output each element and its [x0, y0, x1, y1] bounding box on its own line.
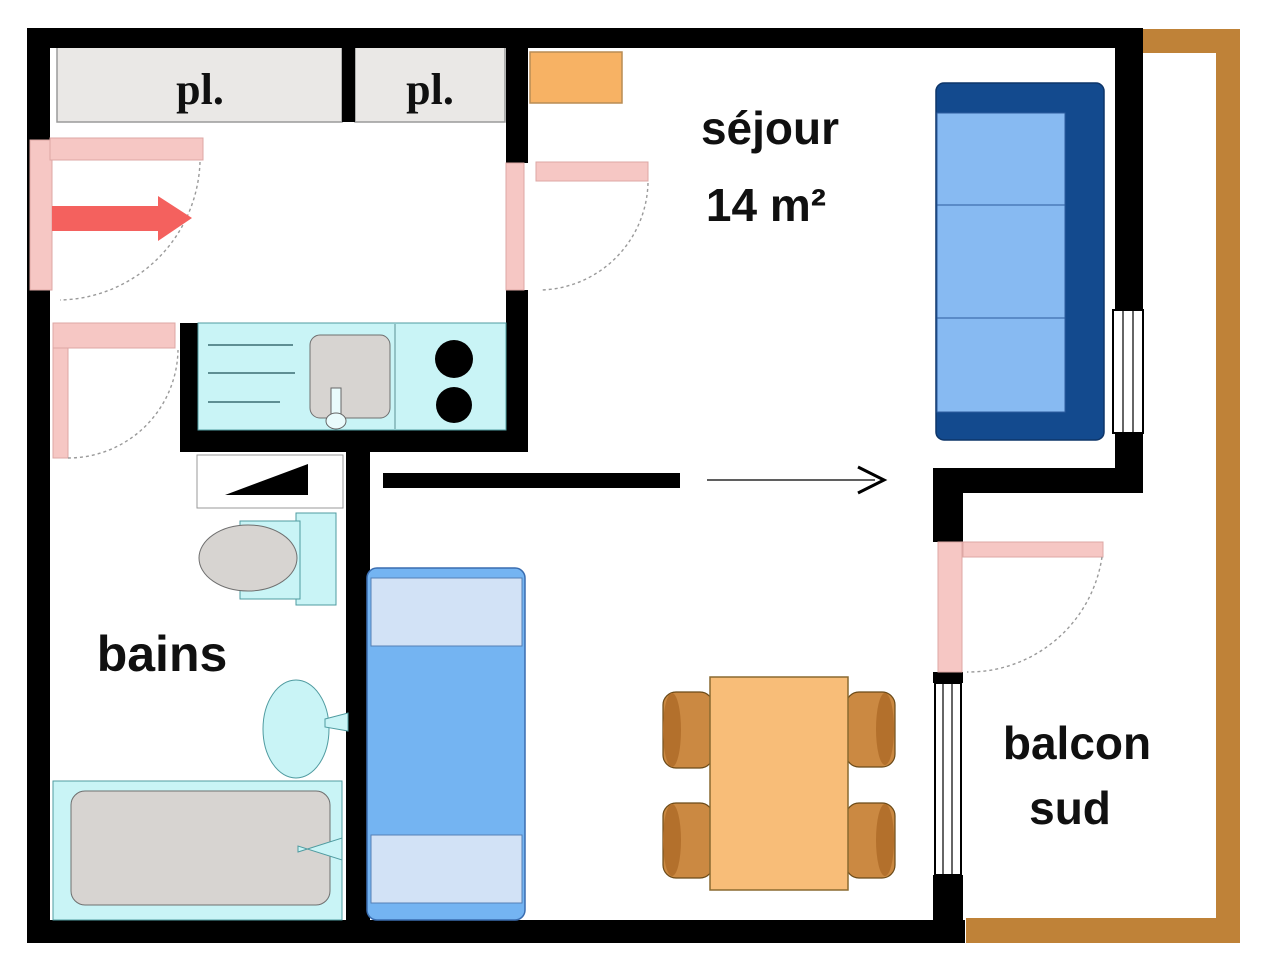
- dining-set: [662, 676, 896, 891]
- balcony-door: [937, 541, 1104, 673]
- balcony-window-frame: [934, 682, 962, 876]
- bathtub-basin: [70, 790, 331, 906]
- balcony-railing: [966, 29, 1240, 943]
- wall-kitchen-left: [180, 323, 198, 430]
- closet-left: [56, 44, 343, 123]
- sejour-door-arc: [539, 182, 649, 291]
- railing-bottom: [966, 918, 1240, 943]
- entry-door: [29, 137, 204, 301]
- bathroom-door-arc: [67, 349, 179, 459]
- closet-left-label: pl.: [176, 65, 224, 114]
- washbasin: [262, 679, 330, 779]
- balcony-door-opening: [937, 541, 963, 673]
- sofa-cushion: [936, 317, 1066, 413]
- bathtub-tap: [297, 837, 343, 861]
- bed-frame: [366, 567, 526, 921]
- sideboard: [529, 51, 623, 104]
- wall-bath-bedroom-divider: [346, 452, 370, 920]
- bathroom-door: [52, 322, 179, 459]
- wall-sejour-south: [933, 468, 1143, 493]
- wall-hall-sejour-upper: [506, 48, 528, 163]
- chair-end-cap: [876, 693, 894, 765]
- balcony-door-arc: [966, 556, 1103, 673]
- balcony-door-leaf: [962, 541, 1104, 558]
- living-room-label: séjour: [701, 102, 839, 154]
- wall-balcony-c: [933, 875, 963, 920]
- sofa-cushion: [936, 112, 1066, 206]
- sejour-door-opening: [505, 162, 525, 291]
- dining-table: [709, 676, 849, 891]
- sejour-door-leaf: [535, 161, 649, 182]
- wall-hall-sejour-lower: [506, 290, 528, 452]
- sejour-window-frame: [1112, 309, 1144, 434]
- balcony-window: [934, 682, 962, 876]
- bathroom-fixtures: [52, 454, 349, 921]
- wall-right-below-window: [1115, 433, 1143, 468]
- sejour-window: [1112, 309, 1144, 434]
- closet-left-box: [56, 44, 343, 123]
- burner-icon: [435, 340, 473, 378]
- entry-door-arc: [59, 161, 201, 301]
- wall-closet-divider: [342, 45, 355, 122]
- entry-door-opening: [29, 139, 53, 291]
- toilet-bowl: [198, 524, 298, 592]
- chair-end-cap: [663, 693, 681, 767]
- sejour-door: [505, 161, 649, 291]
- wall-balcony-b: [933, 672, 963, 683]
- entry-door-leaf: [49, 137, 204, 161]
- chair-end-cap: [663, 804, 681, 876]
- bathroom-label: bains: [97, 626, 228, 682]
- living-room-area-label: 14 m²: [706, 179, 826, 231]
- wall-passage-partition: [383, 473, 680, 488]
- bed-foot-pad: [370, 834, 523, 904]
- bathroom-door-leaf: [52, 347, 69, 459]
- wall-right-upper: [1115, 48, 1143, 310]
- water-heater-triangle-icon: [225, 464, 308, 495]
- wall-kitchen-bottom: [180, 430, 528, 452]
- wall-balcony-a: [933, 493, 963, 542]
- railing-right: [1216, 29, 1240, 943]
- entry-arrow-icon: [52, 196, 192, 241]
- sink-tap: [330, 387, 342, 415]
- bathroom-door-opening: [52, 322, 176, 349]
- bed: [366, 567, 526, 921]
- burner-icon: [436, 387, 472, 423]
- kitchen-sink: [309, 334, 391, 419]
- sink-drain: [325, 412, 347, 430]
- passage-arrow-head: [857, 465, 888, 495]
- bed-pillow: [370, 577, 523, 647]
- balcony-label-line2: sud: [1029, 782, 1111, 834]
- sofa-cushion: [936, 204, 1066, 319]
- wall-bottom: [27, 920, 965, 943]
- passage-arrow-icon: [707, 465, 888, 495]
- kitchenette: [197, 322, 507, 431]
- closet-right-label: pl.: [406, 65, 454, 114]
- wall-top: [27, 28, 1143, 48]
- washbasin-tap: [324, 712, 349, 732]
- sofa: [935, 82, 1105, 441]
- toilet-cistern: [295, 512, 337, 606]
- balcony-label-line1: balcon: [1003, 717, 1151, 769]
- chair-end-cap: [876, 804, 894, 876]
